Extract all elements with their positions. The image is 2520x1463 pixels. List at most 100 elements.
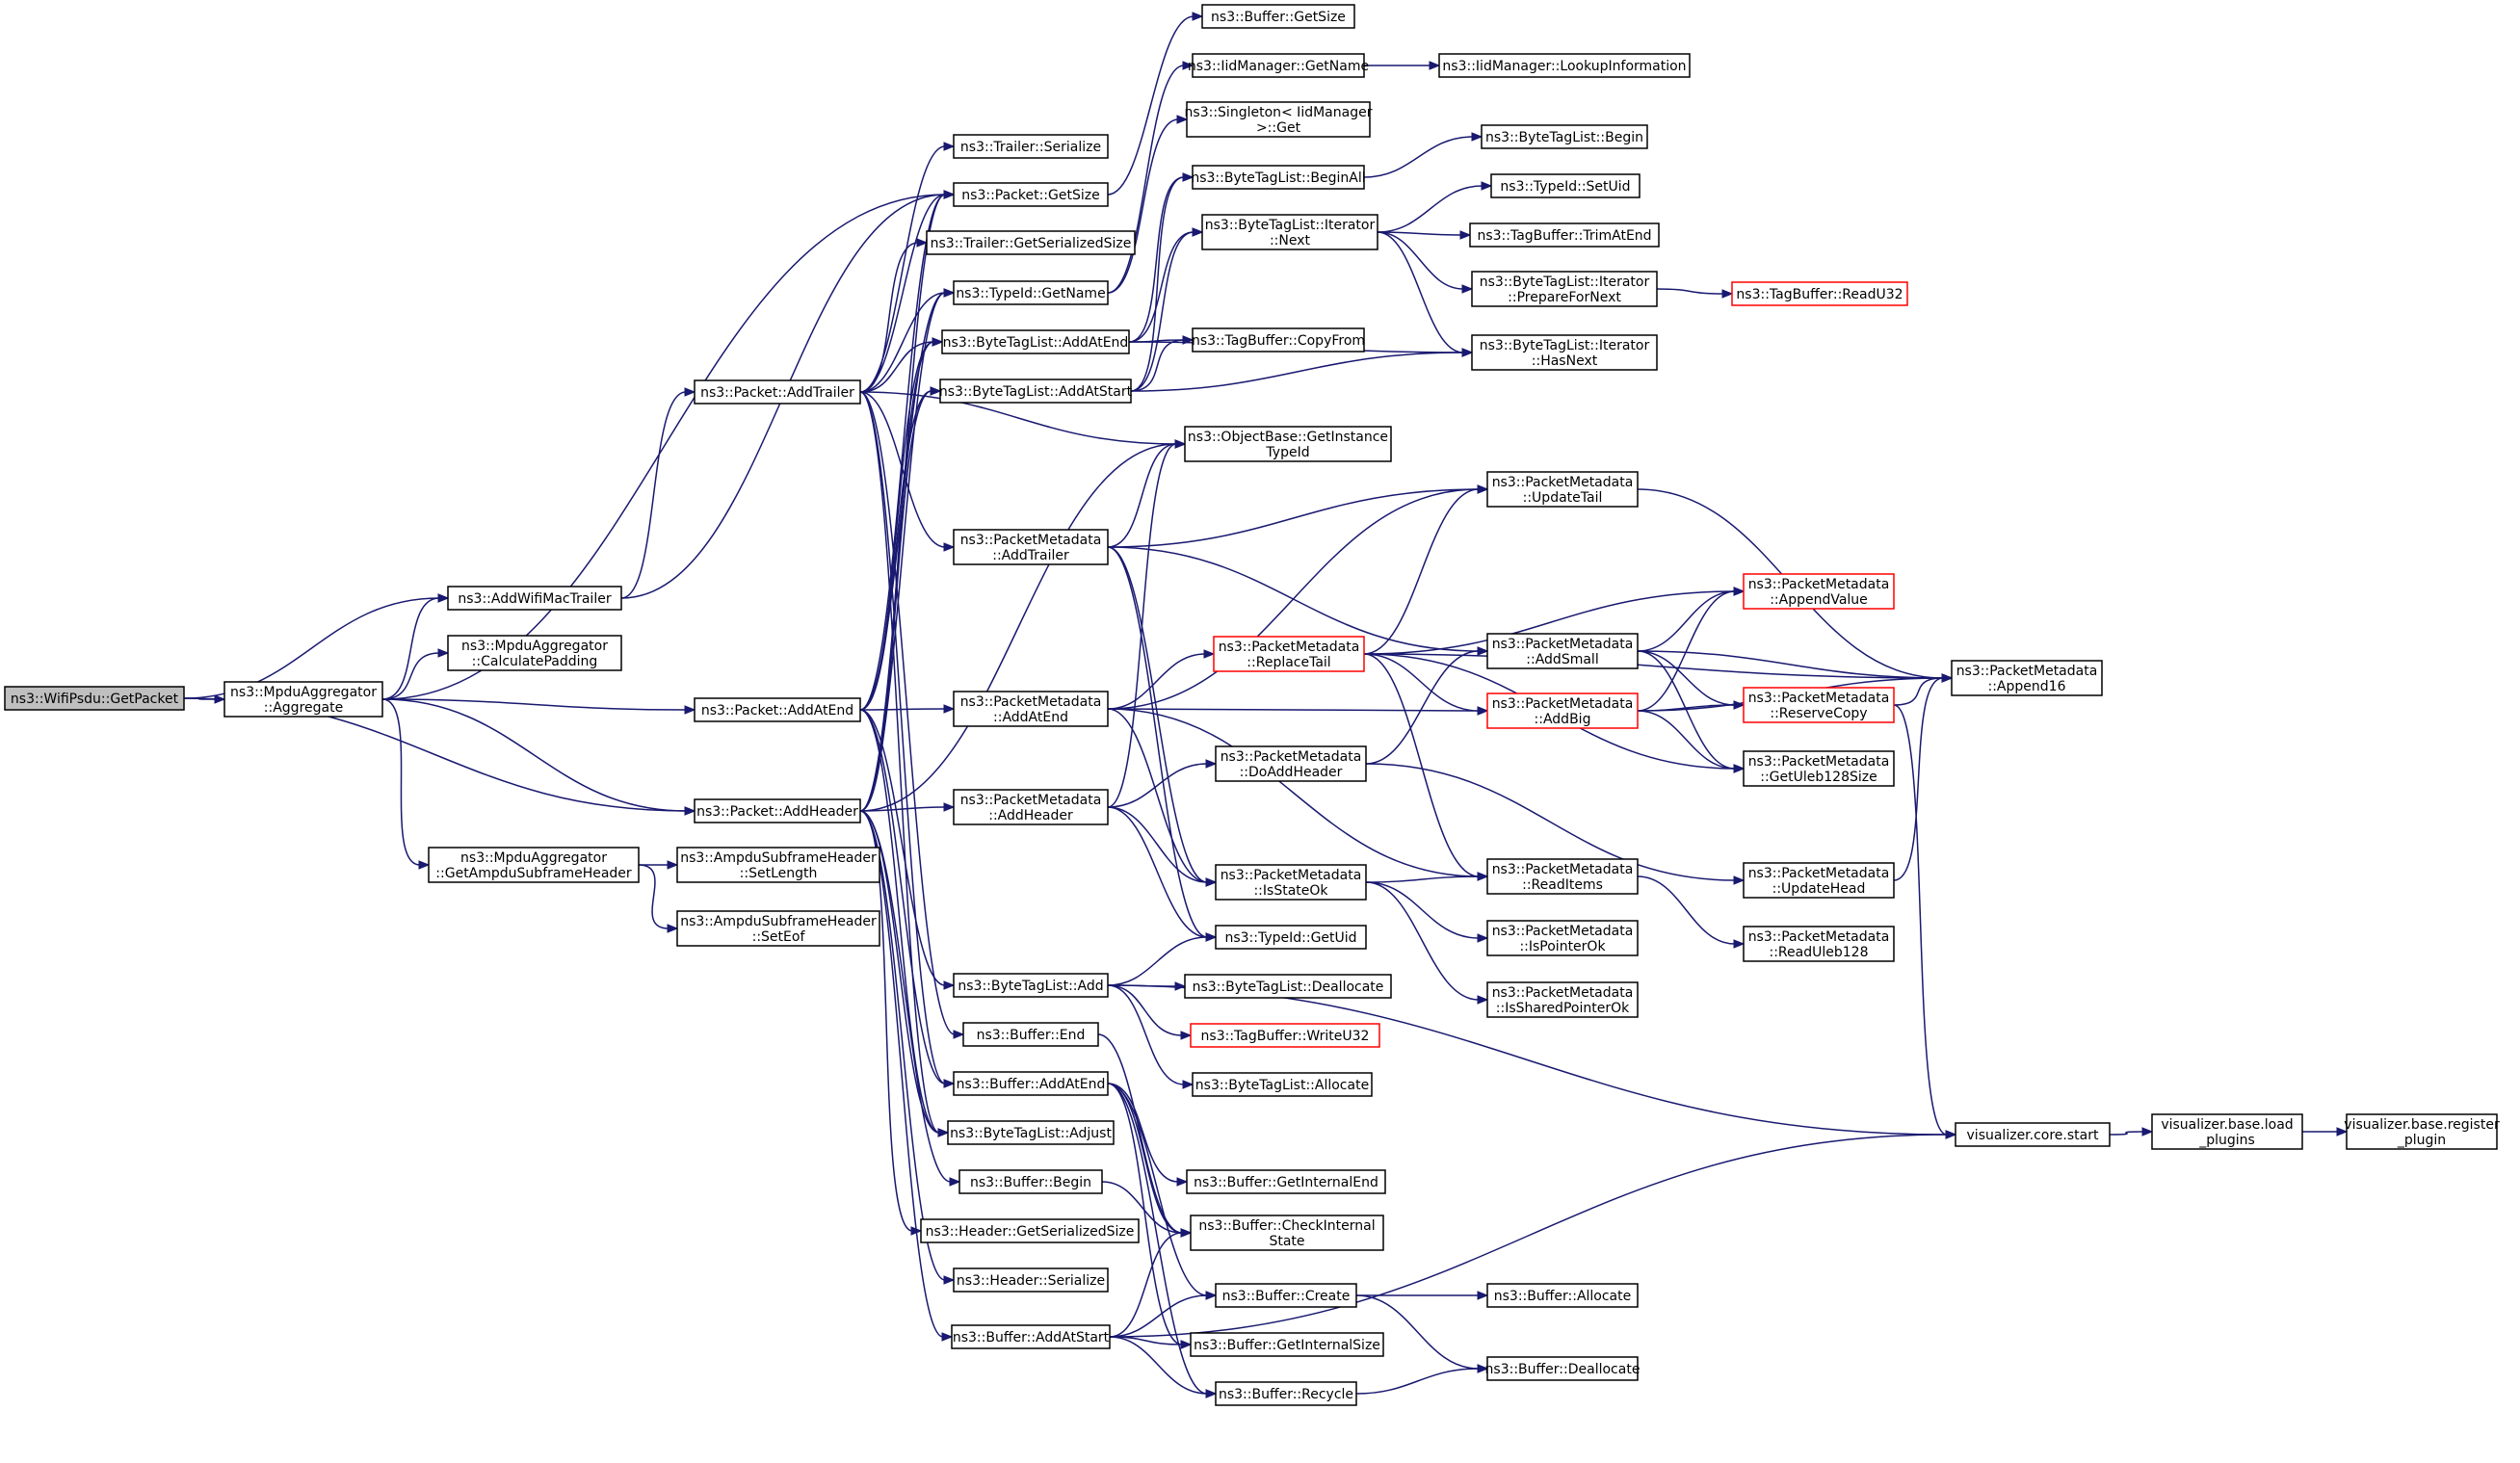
graph-node-pmaddtrailer[interactable]: ns3::PacketMetadata::AddTrailer <box>953 529 1109 565</box>
call-edge <box>638 864 679 933</box>
graph-node-updatetail[interactable]: ns3::PacketMetadata::UpdateTail <box>1486 471 1639 508</box>
graph-node-bufrecycle[interactable]: ns3::Buffer::Recycle <box>1215 1381 1357 1406</box>
node-label: ns3::Buffer::Allocate <box>1494 1289 1632 1304</box>
node-label: ::CalculatePadding <box>472 654 598 669</box>
graph-node-bufdeallocate[interactable]: ns3::Buffer::Deallocate <box>1485 1356 1641 1381</box>
graph-node-trailergetser[interactable]: ns3::Trailer::GetSerializedSize <box>926 230 1136 255</box>
graph-node-ispointerok[interactable]: ns3::PacketMetadata::IsPointerOk <box>1486 920 1639 956</box>
graph-node-trailerserialize[interactable]: ns3::Trailer::Serialize <box>953 134 1109 159</box>
graph-node-bufallocate[interactable]: ns3::Buffer::Allocate <box>1486 1283 1639 1308</box>
graph-node-bufaddatend[interactable]: ns3::Buffer::AddAtEnd <box>953 1071 1109 1096</box>
graph-node-setlength[interactable]: ns3::AmpduSubframeHeader::SetLength <box>676 847 880 883</box>
node-label: ::IsPointerOk <box>1519 939 1606 954</box>
graph-node-tbwriteu32[interactable]: ns3::TagBuffer::WriteU32 <box>1190 1023 1380 1048</box>
graph-node-seteof[interactable]: ns3::AmpduSubframeHeader::SetEof <box>676 910 880 947</box>
graph-node-btldealloc[interactable]: ns3::ByteTagList::Deallocate <box>1184 974 1392 999</box>
graph-node-tbreadu32[interactable]: ns3::TagBuffer::ReadU32 <box>1731 281 1908 306</box>
call-edge <box>1355 1291 1489 1300</box>
graph-node-btlallocate[interactable]: ns3::ByteTagList::Allocate <box>1192 1072 1373 1097</box>
node-label: ns3::Singleton< IidManager <box>1185 105 1373 120</box>
node-label: ns3::MpduAggregator <box>460 850 607 866</box>
graph-node-calcpadding[interactable]: ns3::MpduAggregator::CalculatePadding <box>447 635 622 671</box>
graph-node-btladdatend[interactable]: ns3::ByteTagList::AddAtEnd <box>941 329 1130 354</box>
graph-node-btladdatstart[interactable]: ns3::ByteTagList::AddAtStart <box>939 379 1133 404</box>
graph-node-updatehead[interactable]: ns3::PacketMetadata::UpdateHead <box>1743 862 1895 899</box>
graph-node-typeidgetuid[interactable]: ns3::TypeId::GetUid <box>1215 925 1367 950</box>
graph-node-bufend[interactable]: ns3::Buffer::End <box>962 1022 1099 1047</box>
call-edge <box>620 387 696 599</box>
graph-node-ithasnext[interactable]: ns3::ByteTagList::Iterator::HasNext <box>1471 334 1658 371</box>
graph-node-replacetail[interactable]: ns3::PacketMetadata::ReplaceTail <box>1213 636 1365 672</box>
graph-node-bufgetinternalend[interactable]: ns3::Buffer::GetInternalEnd <box>1186 1169 1386 1194</box>
graph-node-readuleb[interactable]: ns3::PacketMetadata::ReadUleb128 <box>1743 926 1895 962</box>
graph-node-bufaddatstart[interactable]: ns3::Buffer::AddAtStart <box>951 1324 1111 1349</box>
graph-node-issharedpointerok[interactable]: ns3::PacketMetadata::IsSharedPointerOk <box>1486 981 1639 1018</box>
graph-node-addatend[interactable]: ns3::Packet::AddAtEnd <box>694 697 861 722</box>
graph-node-getuleb[interactable]: ns3::PacketMetadata::GetUleb128Size <box>1743 750 1895 787</box>
node-label: ns3::Trailer::Serialize <box>960 140 1101 155</box>
call-edge <box>2109 1127 2154 1136</box>
graph-node-headerserialize[interactable]: ns3::Header::Serialize <box>953 1267 1109 1293</box>
graph-node-tbcopyfrom[interactable]: ns3::TagBuffer::CopyFrom <box>1192 327 1365 353</box>
graph-node-readitems[interactable]: ns3::PacketMetadata::ReadItems <box>1486 858 1639 895</box>
graph-node-typeidgetname[interactable]: ns3::TypeId::GetName <box>953 280 1109 305</box>
call-edge <box>1893 704 1957 1139</box>
node-label: ns3::PacketMetadata <box>1492 862 1634 877</box>
graph-node-tbtrimatend[interactable]: ns3::TagBuffer::TrimAtEnd <box>1469 222 1660 248</box>
graph-node-appendvalue[interactable]: ns3::PacketMetadata::AppendValue <box>1743 573 1895 610</box>
graph-node-pmaddatend[interactable]: ns3::PacketMetadata::AddAtEnd <box>953 691 1109 727</box>
graph-node-isstateok[interactable]: ns3::PacketMetadata::IsStateOk <box>1215 864 1367 901</box>
node-label: ns3::PacketMetadata <box>1492 696 1634 712</box>
graph-node-addwifimactrailer[interactable]: ns3::AddWifiMacTrailer <box>447 586 622 611</box>
graph-node-addsmall[interactable]: ns3::PacketMetadata::AddSmall <box>1486 633 1639 669</box>
node-label: ns3::AmpduSubframeHeader <box>680 914 877 929</box>
graph-node-iidgetname[interactable]: ns3::IidManager::GetName <box>1188 53 1369 78</box>
node-label: ::GetUleb128Size <box>1760 770 1877 785</box>
node-label: visualizer.core.start <box>1967 1128 2099 1143</box>
graph-node-bufgetsize[interactable]: ns3::Buffer::GetSize <box>1201 4 1355 29</box>
call-edge <box>1109 1291 1218 1338</box>
graph-node-aggregate[interactable]: ns3::MpduAggregator::Aggregate <box>223 681 383 718</box>
graph-node-iidlookup[interactable]: ns3::IidManager::LookupInformation <box>1438 53 1691 78</box>
node-label: ns3::ByteTagList::Begin <box>1485 130 1643 145</box>
graph-node-pmaddheader[interactable]: ns3::PacketMetadata::AddHeader <box>953 789 1109 825</box>
graph-node-singleton[interactable]: ns3::Singleton< IidManager>::Get <box>1185 101 1373 138</box>
graph-node-itnext[interactable]: ns3::ByteTagList::Iterator::Next <box>1201 214 1378 250</box>
graph-node-vizloadplugins[interactable]: visualizer.base.load_plugins <box>2151 1113 2303 1150</box>
call-edge <box>1365 872 1489 883</box>
node-label: ns3::PacketMetadata <box>1492 924 1634 939</box>
node-label: ::DoAddHeader <box>1240 765 1343 780</box>
graph-node-btlbeginall[interactable]: ns3::ByteTagList::BeginAll <box>1191 165 1366 190</box>
graph-node-bufgetinternalsize[interactable]: ns3::Buffer::GetInternalSize <box>1190 1332 1384 1357</box>
graph-node-btladjust[interactable]: ns3::ByteTagList::Adjust <box>947 1120 1115 1145</box>
call-edge <box>1107 1083 1189 1187</box>
graph-node-getampduhdr[interactable]: ns3::MpduAggregator::GetAmpduSubframeHea… <box>428 847 640 883</box>
graph-node-typeidsetuid[interactable]: ns3::TypeId::SetUid <box>1490 173 1641 198</box>
graph-node-addheader[interactable]: ns3::Packet::AddHeader <box>694 798 861 823</box>
graph-node-btladd[interactable]: ns3::ByteTagList::Add <box>953 973 1109 998</box>
node-label: ::SetEof <box>752 929 806 945</box>
graph-node-bufcreate[interactable]: ns3::Buffer::Create <box>1215 1283 1357 1308</box>
call-edge <box>1377 231 1474 357</box>
node-label: ns3::MpduAggregator <box>230 685 377 700</box>
graph-node-btlbegin[interactable]: ns3::ByteTagList::Begin <box>1481 124 1648 149</box>
graph-node-addtrailer[interactable]: ns3::Packet::AddTrailer <box>694 379 861 405</box>
graph-node-vizregisterplugin[interactable]: visualizer.base.register_plugin <box>2344 1113 2500 1150</box>
graph-node-packetgetsize[interactable]: ns3::Packet::GetSize <box>953 182 1109 207</box>
graph-node-itprepare[interactable]: ns3::ByteTagList::Iterator::PrepareForNe… <box>1471 271 1658 307</box>
graph-node-root[interactable]: ns3::WifiPsdu::GetPacket <box>4 686 185 711</box>
graph-node-vizcorestart[interactable]: visualizer.core.start <box>1955 1122 2111 1147</box>
graph-node-bufbegin[interactable]: ns3::Buffer::Begin <box>958 1169 1103 1194</box>
call-edge <box>1363 653 1489 716</box>
graph-node-append16[interactable]: ns3::PacketMetadata::Append16 <box>1951 660 2103 696</box>
graph-node-headergetser[interactable]: ns3::Header::GetSerializedSize <box>920 1218 1140 1243</box>
node-label: ::ReadUleb128 <box>1770 945 1869 960</box>
node-label: ns3::WifiPsdu::GetPacket <box>11 692 179 707</box>
graph-node-doaddheader[interactable]: ns3::PacketMetadata::DoAddHeader <box>1215 745 1367 782</box>
graph-node-reservecopy[interactable]: ns3::PacketMetadata::ReserveCopy <box>1743 687 1895 723</box>
call-edge <box>1107 484 1489 548</box>
graph-node-addbig[interactable]: ns3::PacketMetadata::AddBig <box>1486 692 1639 729</box>
node-label: ns3::TypeId::GetName <box>956 286 1105 301</box>
